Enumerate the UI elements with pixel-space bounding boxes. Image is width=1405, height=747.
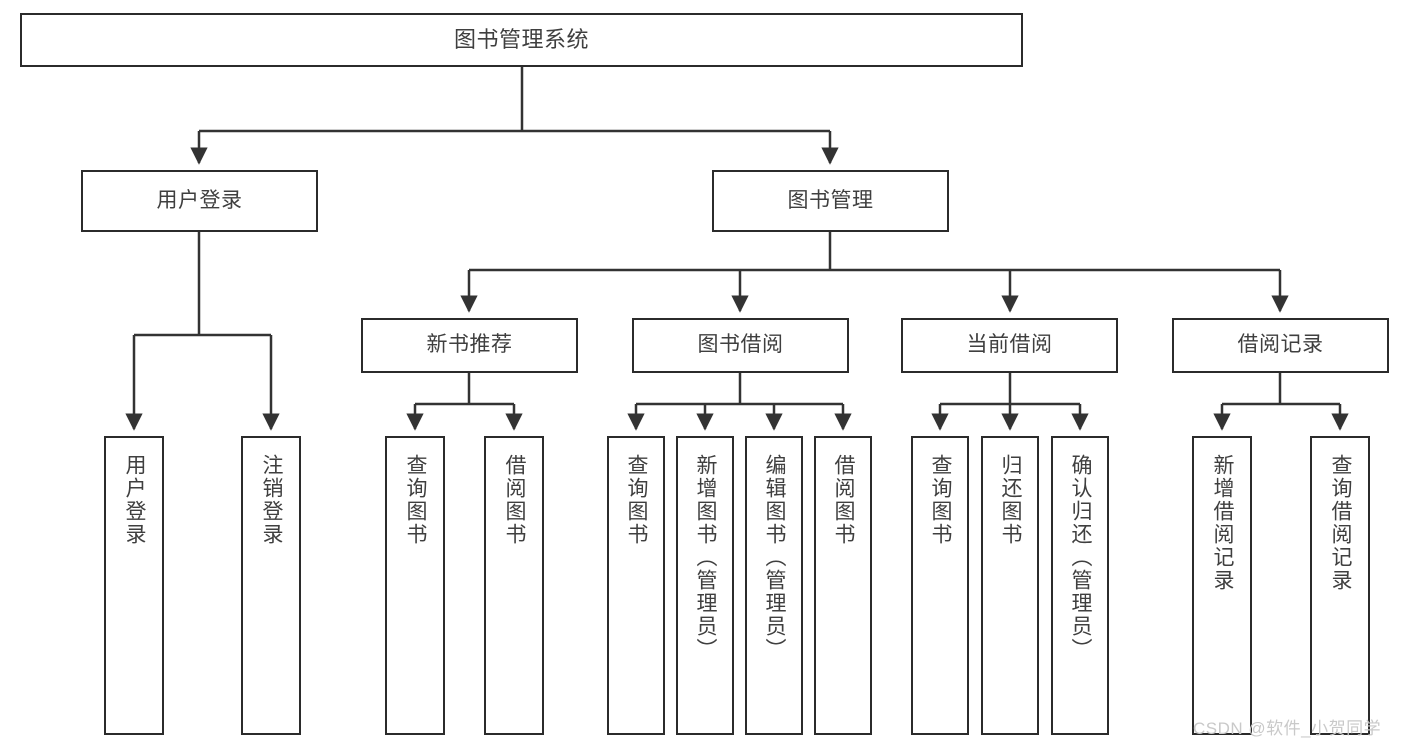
- leaf-new-book-borrow-books[interactable]: 借阅图书: [484, 436, 544, 735]
- node-label: 借阅记录: [1237, 333, 1324, 357]
- node-label: 图书借阅: [697, 333, 784, 357]
- node-label: 新书推荐: [426, 333, 513, 357]
- node-label: 查询图书: [929, 454, 953, 546]
- node-label: 查询图书: [625, 454, 649, 546]
- node-borrowing-records[interactable]: 借阅记录: [1172, 318, 1389, 373]
- leaf-current-borrow-confirm-return-admin[interactable]: 确认归还（管理员）: [1051, 436, 1109, 735]
- node-label: 图书管理: [787, 188, 874, 212]
- node-label: 归还图书: [999, 454, 1023, 546]
- node-label: 确认归还（管理员）: [1069, 454, 1093, 661]
- leaf-book-borrow-query-books[interactable]: 查询图书: [607, 436, 665, 735]
- leaf-book-borrow-borrow-books[interactable]: 借阅图书: [814, 436, 872, 735]
- node-book-borrowing[interactable]: 图书借阅: [632, 318, 849, 373]
- node-label: 用户登录: [156, 188, 243, 212]
- leaf-book-borrow-edit-book-admin[interactable]: 编辑图书（管理员）: [745, 436, 803, 735]
- node-user-login[interactable]: 用户登录: [81, 170, 318, 232]
- csdn-watermark: CSDN @软件_小贺同学: [1193, 719, 1382, 738]
- leaf-borrow-record-add-record[interactable]: 新增借阅记录: [1192, 436, 1252, 735]
- leaf-book-borrow-add-book-admin[interactable]: 新增图书（管理员）: [676, 436, 734, 735]
- node-label: 图书管理系统: [453, 27, 589, 53]
- node-label: 注销登录: [260, 454, 284, 546]
- node-label: 用户登录: [123, 454, 147, 546]
- leaf-current-borrow-return-books[interactable]: 归还图书: [981, 436, 1039, 735]
- node-label: 新增借阅记录: [1211, 454, 1235, 592]
- node-label: 编辑图书（管理员）: [763, 454, 787, 661]
- node-label: 新增图书（管理员）: [694, 454, 718, 661]
- node-book-management[interactable]: 图书管理: [712, 170, 949, 232]
- node-root-book-management-system[interactable]: 图书管理系统: [20, 13, 1023, 67]
- leaf-user-login-login[interactable]: 用户登录: [104, 436, 164, 735]
- node-label: 借阅图书: [832, 454, 856, 546]
- node-label: 查询借阅记录: [1329, 454, 1353, 592]
- leaf-user-login-logout[interactable]: 注销登录: [241, 436, 301, 735]
- leaf-borrow-record-query-record[interactable]: 查询借阅记录: [1310, 436, 1370, 735]
- node-current-borrowing[interactable]: 当前借阅: [901, 318, 1118, 373]
- leaf-new-book-query-books[interactable]: 查询图书: [385, 436, 445, 735]
- node-new-book-recommendation[interactable]: 新书推荐: [361, 318, 578, 373]
- node-label: 查询图书: [404, 454, 428, 546]
- leaf-current-borrow-query-books[interactable]: 查询图书: [911, 436, 969, 735]
- node-label: 借阅图书: [503, 454, 527, 546]
- node-label: 当前借阅: [966, 333, 1053, 357]
